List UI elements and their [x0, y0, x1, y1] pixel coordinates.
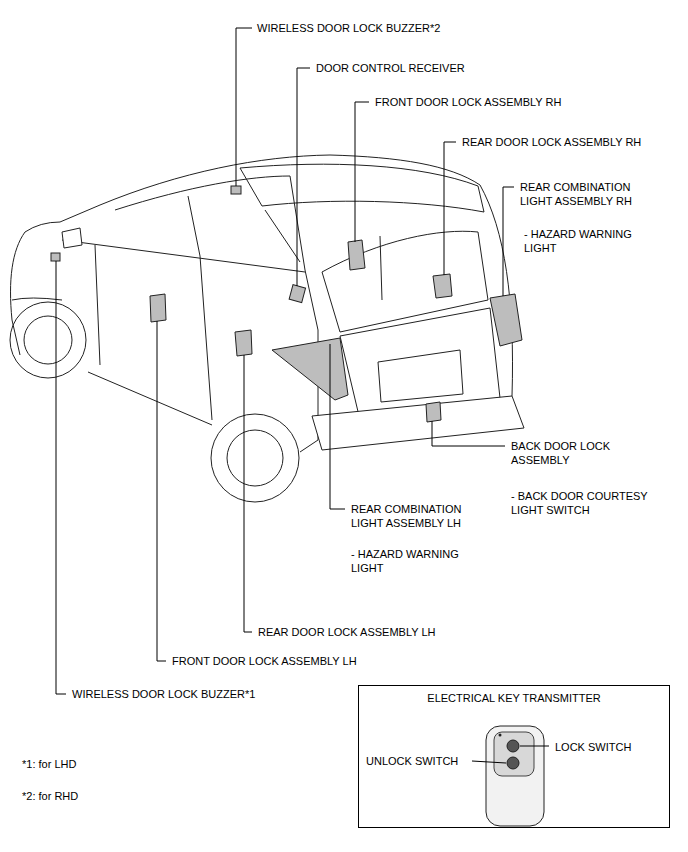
door-lock: [150, 294, 166, 322]
windshield: [25, 205, 100, 232]
door-lock: [348, 240, 365, 270]
leader-line: [355, 102, 369, 242]
leader-line: [157, 321, 166, 661]
switch-label: LOCK SWITCH: [555, 740, 631, 754]
b-pillar: [188, 196, 200, 256]
sub-label: - BACK DOOR COURTESY LIGHT SWITCH: [511, 489, 679, 517]
interior-line: [265, 210, 382, 300]
front-wheel-hub: [24, 316, 72, 364]
leader-lines: [56, 28, 514, 694]
part-label: REAR COMBINATION LIGHT ASSEMBLY LH: [351, 502, 481, 530]
part-label: REAR DOOR LOCK ASSEMBLY LH: [258, 625, 435, 639]
leader-line: [244, 355, 252, 632]
right-side: [480, 185, 513, 396]
part-label: FRONT DOOR LOCK ASSEMBLY RH: [375, 95, 561, 109]
part-label: REAR COMBINATION LIGHT ASSEMBLY RH: [520, 180, 650, 208]
buzzer: [51, 253, 60, 261]
parts: [51, 186, 522, 422]
key-fob: [472, 726, 549, 826]
receiver: [289, 285, 305, 303]
front-wheel: [10, 302, 86, 378]
door-lock: [235, 330, 252, 356]
mirror: [62, 228, 82, 248]
spoiler: [240, 164, 484, 212]
lamp: [490, 294, 522, 346]
sub-label: - HAZARD WARNING LIGHT: [524, 227, 644, 255]
sill: [88, 372, 212, 425]
hood: [11, 232, 25, 355]
indicator: [499, 734, 502, 737]
lock-button: [507, 740, 519, 752]
footnote: *1: for LHD: [22, 757, 76, 771]
leader-line: [520, 746, 549, 747]
leader-line: [444, 142, 456, 275]
part-label: WIRELESS DOOR LOCK BUZZER*1: [72, 687, 255, 701]
leader-line: [432, 421, 505, 446]
belt-line: [62, 240, 305, 272]
part-label: DOOR CONTROL RECEIVER: [316, 61, 465, 75]
part-label: WIRELESS DOOR LOCK BUZZER*2: [257, 21, 440, 35]
car-body: [10, 155, 524, 502]
leader-line: [503, 187, 514, 296]
part-label: REAR DOOR LOCK ASSEMBLY RH: [462, 135, 641, 149]
fob-body: [486, 726, 544, 826]
panel-title: ELECTRICAL KEY TRANSMITTER: [359, 691, 669, 705]
part-label: BACK DOOR LOCK ASSEMBLY: [511, 439, 641, 467]
switch-label: UNLOCK SWITCH: [366, 754, 458, 768]
rear-window: [322, 231, 488, 332]
rear-wheel-hub: [227, 430, 283, 486]
license-plate: [378, 350, 463, 402]
fob-face: [494, 732, 534, 776]
leader-line: [236, 28, 252, 186]
leader-line: [56, 261, 66, 694]
door-lock: [433, 274, 452, 298]
door-lock: [426, 402, 441, 422]
rear-bumper: [312, 396, 524, 450]
leader-line: [330, 344, 345, 509]
side-window-top: [115, 176, 290, 210]
buzzer: [231, 186, 241, 194]
part-label: FRONT DOOR LOCK ASSEMBLY LH: [172, 654, 357, 668]
transmitter-box: ELECTRICAL KEY TRANSMITTER UNLOCK SWITCH L…: [358, 685, 670, 828]
rear-wheel: [211, 414, 299, 502]
leader-line: [472, 761, 506, 763]
front-door: [95, 245, 212, 420]
leader-line: [297, 68, 310, 286]
lamp: [272, 338, 348, 400]
footnote: *2: for RHD: [22, 789, 78, 803]
sub-label: - HAZARD WARNING LIGHT: [351, 547, 471, 575]
front-bumper: [12, 298, 62, 300]
unlock-button: [507, 757, 519, 769]
